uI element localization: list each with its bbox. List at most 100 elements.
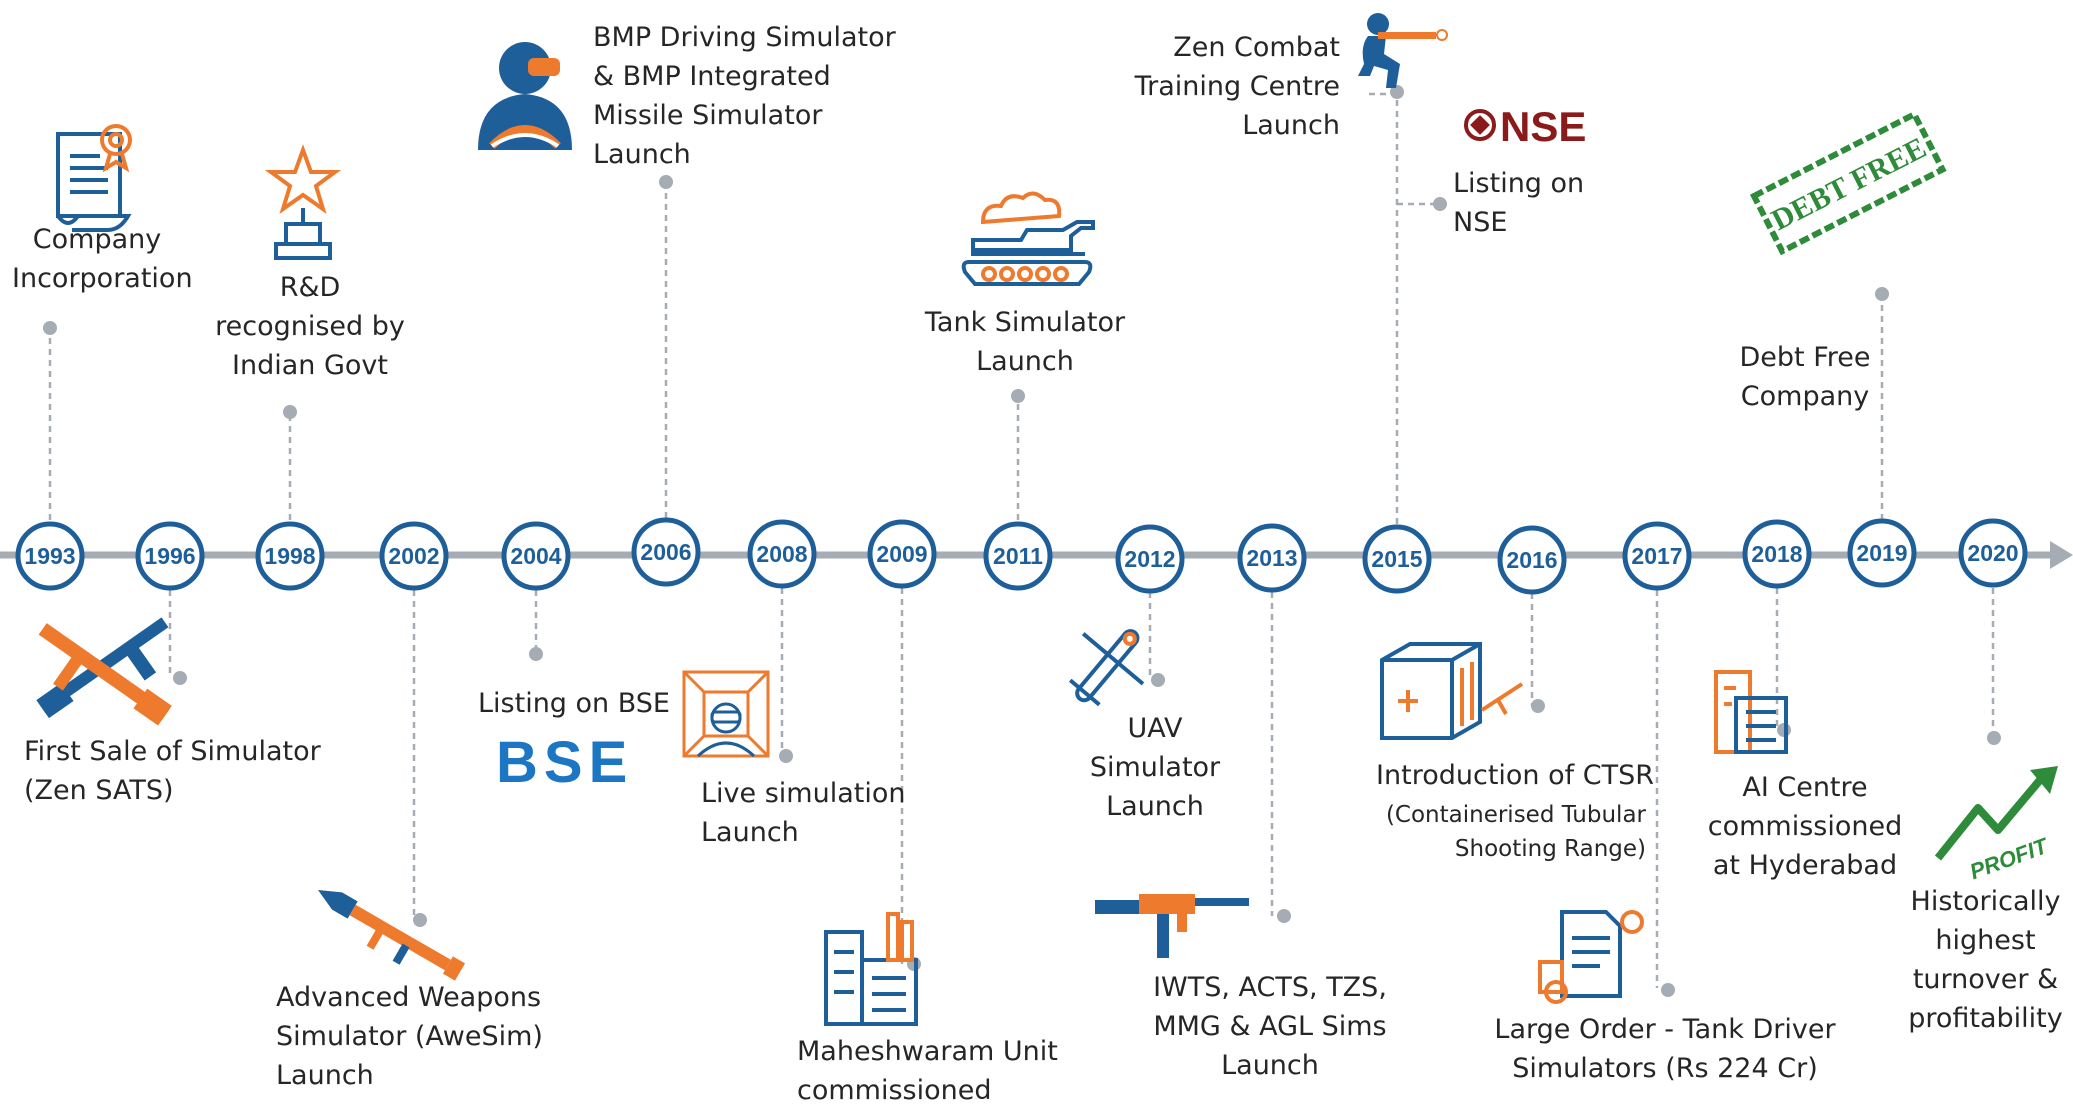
year-circle: [1115, 524, 1185, 594]
svg-text:PROFIT: PROFIT: [1966, 833, 2052, 885]
label-2004: Listing on BSE: [478, 688, 670, 719]
year-label: 2004: [510, 543, 561, 569]
year-label: 2013: [1246, 545, 1297, 571]
label-2016-title: Introduction of CTSR: [1376, 760, 1654, 791]
year-label: 2015: [1371, 546, 1422, 572]
connector-dot: [1987, 731, 2001, 745]
label-2012: UAV Simulator Launch: [1089, 713, 1221, 822]
year-label: 2011: [993, 543, 1043, 569]
year-label: 2009: [876, 541, 927, 567]
timeline-arrowhead: [2050, 541, 2073, 569]
connector-dot: [43, 321, 57, 335]
label-1993: Company Incorporation: [12, 224, 193, 294]
label-1996: First Sale of Simulator (Zen SATS): [24, 736, 321, 806]
year-node-2016: 2016: [1497, 525, 1567, 595]
year-circle: [867, 519, 937, 589]
debt-free-stamp: DEBT FREE: [1749, 110, 1947, 256]
year-label: 1993: [24, 543, 75, 569]
year-circle: [15, 521, 85, 591]
year-circle: [255, 521, 325, 591]
connector-dot: [529, 647, 543, 661]
order-documents-icon: [1538, 910, 1644, 1004]
label-2015-nse: Listing on NSE: [1453, 168, 1585, 238]
nse-logo: NSE: [1464, 103, 1586, 150]
year-label: 2002: [388, 543, 439, 569]
vr-user-icon: [682, 670, 770, 758]
submachine-gun-icon: [1095, 894, 1249, 958]
connectors: [43, 85, 2001, 997]
year-circle: [1497, 525, 1567, 595]
year-node-2008: 2008: [747, 519, 817, 589]
year-node-1993: 1993: [15, 521, 85, 591]
year-label: 2006: [640, 539, 691, 565]
container-range-icon: [1380, 642, 1524, 740]
connector-dot: [1011, 389, 1025, 403]
year-label: 1998: [264, 543, 315, 569]
label-2011: Tank Simulator Launch: [924, 307, 1126, 377]
year-node-2011: 2011: [983, 521, 1053, 591]
year-circle: [747, 519, 817, 589]
connector-dot: [1277, 909, 1291, 923]
year-circle: [1742, 519, 1812, 589]
driver-simulator-icon: [478, 42, 572, 150]
year-circle: [1622, 521, 1692, 591]
building-icon: [1714, 670, 1788, 754]
year-node-2004: 2004: [501, 521, 571, 591]
year-node-2017: 2017: [1622, 521, 1692, 591]
year-label: 2020: [1967, 540, 2018, 566]
year-circle: [983, 521, 1053, 591]
year-label: 2016: [1506, 547, 1557, 573]
tank-icon: [961, 191, 1095, 286]
label-2018: AI Centre commissioned at Hyderabad: [1707, 772, 1903, 881]
label-1998: R&D recognised by Indian Govt: [215, 272, 405, 381]
label-2008: Live simulation Launch: [701, 778, 906, 848]
connector-dot: [413, 913, 427, 927]
label-2020: Historically highest turnover & profitab…: [1908, 886, 2063, 1034]
trophy-star-icon: [264, 144, 342, 260]
label-2017: Large Order - Tank Driver Simulators (Rs…: [1494, 1014, 1836, 1084]
connector-dot: [1433, 197, 1447, 211]
factory-icon: [824, 912, 918, 1026]
label-2006: BMP Driving Simulator & BMP Integrated M…: [593, 22, 896, 170]
rocket-launcher-icon: [318, 890, 466, 981]
soldier-shooting-icon: [1358, 13, 1448, 88]
year-label: 2018: [1751, 541, 1802, 567]
connector-dot: [1875, 287, 1889, 301]
year-label: 2008: [756, 541, 807, 567]
connector-dot: [1531, 699, 1545, 713]
label-2019: Debt Free Company: [1739, 342, 1871, 412]
year-node-2012: 2012: [1115, 524, 1185, 594]
label-2015-zen: Zen Combat Training Centre Launch: [1134, 32, 1340, 141]
year-label: 2012: [1124, 546, 1175, 572]
label-2009: Maheshwaram Unit commissioned: [797, 1036, 1058, 1106]
year-circle: [1958, 518, 2028, 588]
year-label: 2019: [1856, 540, 1907, 566]
label-2002: Advanced Weapons Simulator (AweSim) Laun…: [276, 982, 543, 1091]
year-circle: [631, 517, 701, 587]
connector-dot: [1390, 85, 1404, 99]
year-node-2002: 2002: [379, 521, 449, 591]
certificate-icon: [56, 124, 132, 232]
uav-drone-icon: [1068, 629, 1145, 707]
year-circle: [1362, 524, 1432, 594]
label-2013: IWTS, ACTS, TZS, MMG & AGL Sims Launch: [1153, 972, 1387, 1081]
connector-dot: [659, 175, 673, 189]
year-nodes: 1993 1996 1998 2002 2004 2006 2008 2009 2011 2012…: [15, 517, 2028, 595]
year-circle: [501, 521, 571, 591]
rifles-icon: [36, 617, 172, 726]
year-label: 1996: [144, 543, 195, 569]
year-circle: [379, 521, 449, 591]
connector-dot: [1661, 983, 1675, 997]
year-node-2020: 2020: [1958, 518, 2028, 588]
profit-chart-icon: PROFIT: [1934, 766, 2058, 885]
year-circle: [135, 521, 205, 591]
connector-dot: [1151, 673, 1165, 687]
year-node-2018: 2018: [1742, 519, 1812, 589]
year-circle: [1237, 523, 1307, 593]
year-node-1996: 1996: [135, 521, 205, 591]
label-2016-sub: (Containerised Tubular Shooting Range): [1385, 802, 1646, 862]
connector-dot: [779, 749, 793, 763]
year-circle: [1847, 518, 1917, 588]
